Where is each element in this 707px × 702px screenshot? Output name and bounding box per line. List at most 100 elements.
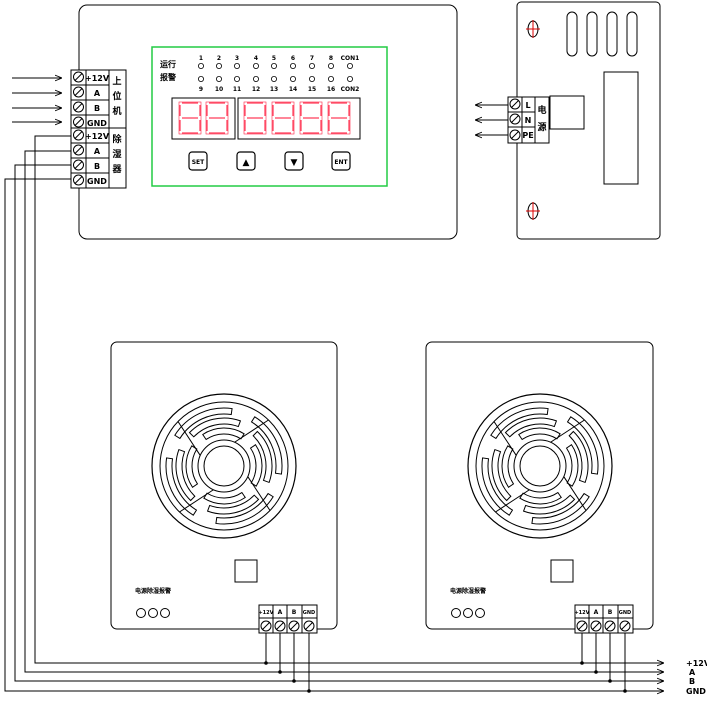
status-led [233, 63, 240, 70]
status-led [252, 63, 259, 70]
indicator-label: 报警 [159, 587, 171, 595]
set-button[interactable]: SET [188, 151, 208, 171]
terminal-label: PE [522, 131, 533, 140]
status-led [308, 76, 315, 83]
indicator-led [148, 608, 158, 618]
terminal-label: L [525, 101, 530, 110]
channel-number: 3 [235, 55, 239, 62]
vent-slot [626, 11, 638, 57]
terminal-block-power: L N PE 电源 [507, 96, 550, 144]
vent-slot [586, 11, 598, 57]
up-button[interactable]: ▲ [236, 151, 256, 171]
indicator-label: 除湿 [462, 587, 474, 595]
bus-label-12v: +12V [686, 659, 707, 668]
channel-number: 4 [254, 55, 258, 62]
terminal-label: A [278, 609, 283, 616]
controller-housing [78, 4, 458, 240]
channel-number: 10 [215, 86, 223, 93]
sensor-window [550, 559, 574, 583]
status-led [197, 63, 204, 70]
ent-button-label: ENT [334, 159, 348, 166]
terminal-block-unit-1: +12V A B GND [258, 604, 318, 634]
row-label-run: 运行 [160, 59, 176, 69]
power-unit: L N PE 电源 [475, 1, 661, 240]
channel-number: 6 [291, 55, 295, 62]
indicator-led [136, 608, 146, 618]
terminal-label: N [525, 116, 532, 125]
display-right-frame [237, 97, 361, 140]
status-led [270, 63, 277, 70]
terminal-block-unit-2: +12V A B GND [574, 604, 634, 634]
terminal-label: GND [619, 610, 631, 616]
dehumidifier-unit-1: 电源 除湿 报警 +12V A B GND [110, 341, 338, 634]
power-output-arrows [475, 105, 508, 135]
status-led [197, 76, 204, 83]
indicator-led [475, 608, 485, 618]
channel-number: 9 [199, 86, 203, 93]
channel-number: 15 [308, 86, 316, 93]
host-input-arrows [12, 78, 62, 122]
channel-number: 12 [252, 86, 260, 93]
terminal-label: GND [303, 610, 315, 616]
terminal-label: +12V [85, 74, 110, 83]
bus-label-gnd: GND [686, 687, 706, 696]
channel-labels-bottom: 9 10 11 12 13 14 15 16 CON2 [199, 86, 359, 93]
channel-number: CON2 [341, 86, 360, 93]
terminal-label: B [94, 162, 100, 171]
bus-label-a: A [689, 668, 696, 677]
terminal-label: +12V [574, 610, 589, 616]
channel-number: 5 [272, 55, 276, 62]
indicator-led [451, 608, 461, 618]
status-led [308, 63, 315, 70]
status-led [215, 76, 222, 83]
status-led [270, 76, 277, 83]
terminal-label: +12V [258, 610, 273, 616]
indicator-led [463, 608, 473, 618]
terminal-label: A [594, 609, 599, 616]
channel-number: 14 [289, 86, 297, 93]
terminal-label: +12V [85, 132, 110, 141]
terminal-label: B [94, 104, 100, 113]
channel-number: 2 [217, 55, 221, 62]
status-led [233, 76, 240, 83]
terminal-label: B [292, 609, 297, 616]
indicator-label: 报警 [474, 587, 486, 595]
terminal-title-power: 电源 [537, 104, 546, 133]
channel-number: 11 [233, 86, 241, 93]
bus-wiring [4, 135, 664, 691]
seven-segment-digit [299, 101, 323, 135]
vent-slot [566, 11, 578, 57]
terminal-block-dehumidifier: +12V A B GND 除湿器 [70, 127, 127, 189]
terminal-label: B [608, 609, 613, 616]
channel-number: 16 [327, 86, 335, 93]
display-left-frame [171, 97, 236, 140]
seven-segment-digits [178, 101, 351, 135]
bus-junction-dots [264, 661, 627, 693]
set-button-label: SET [192, 159, 205, 166]
channel-number: 13 [270, 86, 278, 93]
status-led [346, 63, 353, 70]
indicator-label: 除湿 [147, 587, 159, 595]
terminal-label: GND [87, 177, 107, 186]
vent-slot [606, 11, 618, 57]
channel-number: 7 [310, 55, 314, 62]
mounting-hole-icon [526, 202, 540, 220]
status-led [289, 76, 296, 83]
channel-number: CON1 [341, 55, 360, 62]
ent-button[interactable]: ENT [331, 151, 351, 171]
down-button[interactable]: ▼ [284, 151, 304, 171]
dehumidifier-unit-2: 电源 除湿 报警 +12V A B GND [425, 341, 654, 634]
controller-display-panel [151, 46, 388, 187]
channel-leds-top [197, 63, 353, 70]
terminal-label: GND [87, 119, 107, 128]
down-arrow-icon: ▼ [291, 158, 298, 168]
terminal-title-dehumidifier: 除湿器 [111, 133, 122, 175]
seven-segment-digit [178, 101, 202, 135]
status-led [215, 63, 222, 70]
status-led [346, 76, 353, 83]
indicator-label: 电源 [450, 587, 462, 595]
seven-segment-digit [243, 101, 267, 135]
